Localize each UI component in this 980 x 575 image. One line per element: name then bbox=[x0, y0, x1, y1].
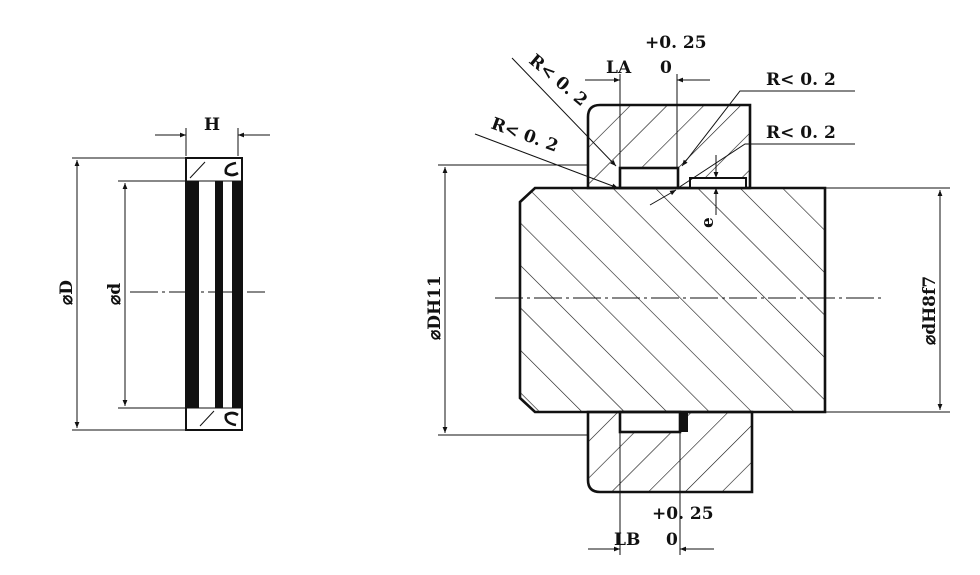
la-tolerance-upper: +0. 25 bbox=[645, 33, 707, 53]
depth-label: e bbox=[698, 217, 718, 228]
la-tolerance-lower: 0 bbox=[660, 58, 672, 78]
lb-tolerance-upper: +0. 25 bbox=[652, 504, 714, 524]
radius-label-2: R< 0. 2 bbox=[488, 114, 560, 157]
seal-ring-view: ⌀D ⌀d H bbox=[57, 115, 270, 431]
lb-label: LB bbox=[614, 530, 640, 550]
radius-label-1: R< 0. 2 bbox=[525, 51, 591, 111]
lb-tolerance-lower: 0 bbox=[666, 530, 678, 550]
la-label: LA bbox=[606, 58, 632, 78]
radius-label-4: R< 0. 2 bbox=[766, 123, 836, 143]
shaft-diameter-label: ⌀dH8f7 bbox=[920, 276, 940, 345]
groove-assembly-view: ⌀DH11 ⌀dH8f7 e LA +0. 25 0 LB +0. 25 0 R… bbox=[425, 33, 950, 555]
height-label: H bbox=[204, 115, 220, 135]
radius-label-3: R< 0. 2 bbox=[766, 70, 836, 90]
outer-diameter-label: ⌀D bbox=[57, 280, 77, 305]
inner-diameter-label: ⌀d bbox=[105, 283, 125, 305]
housing-diameter-label: ⌀DH11 bbox=[425, 275, 445, 340]
